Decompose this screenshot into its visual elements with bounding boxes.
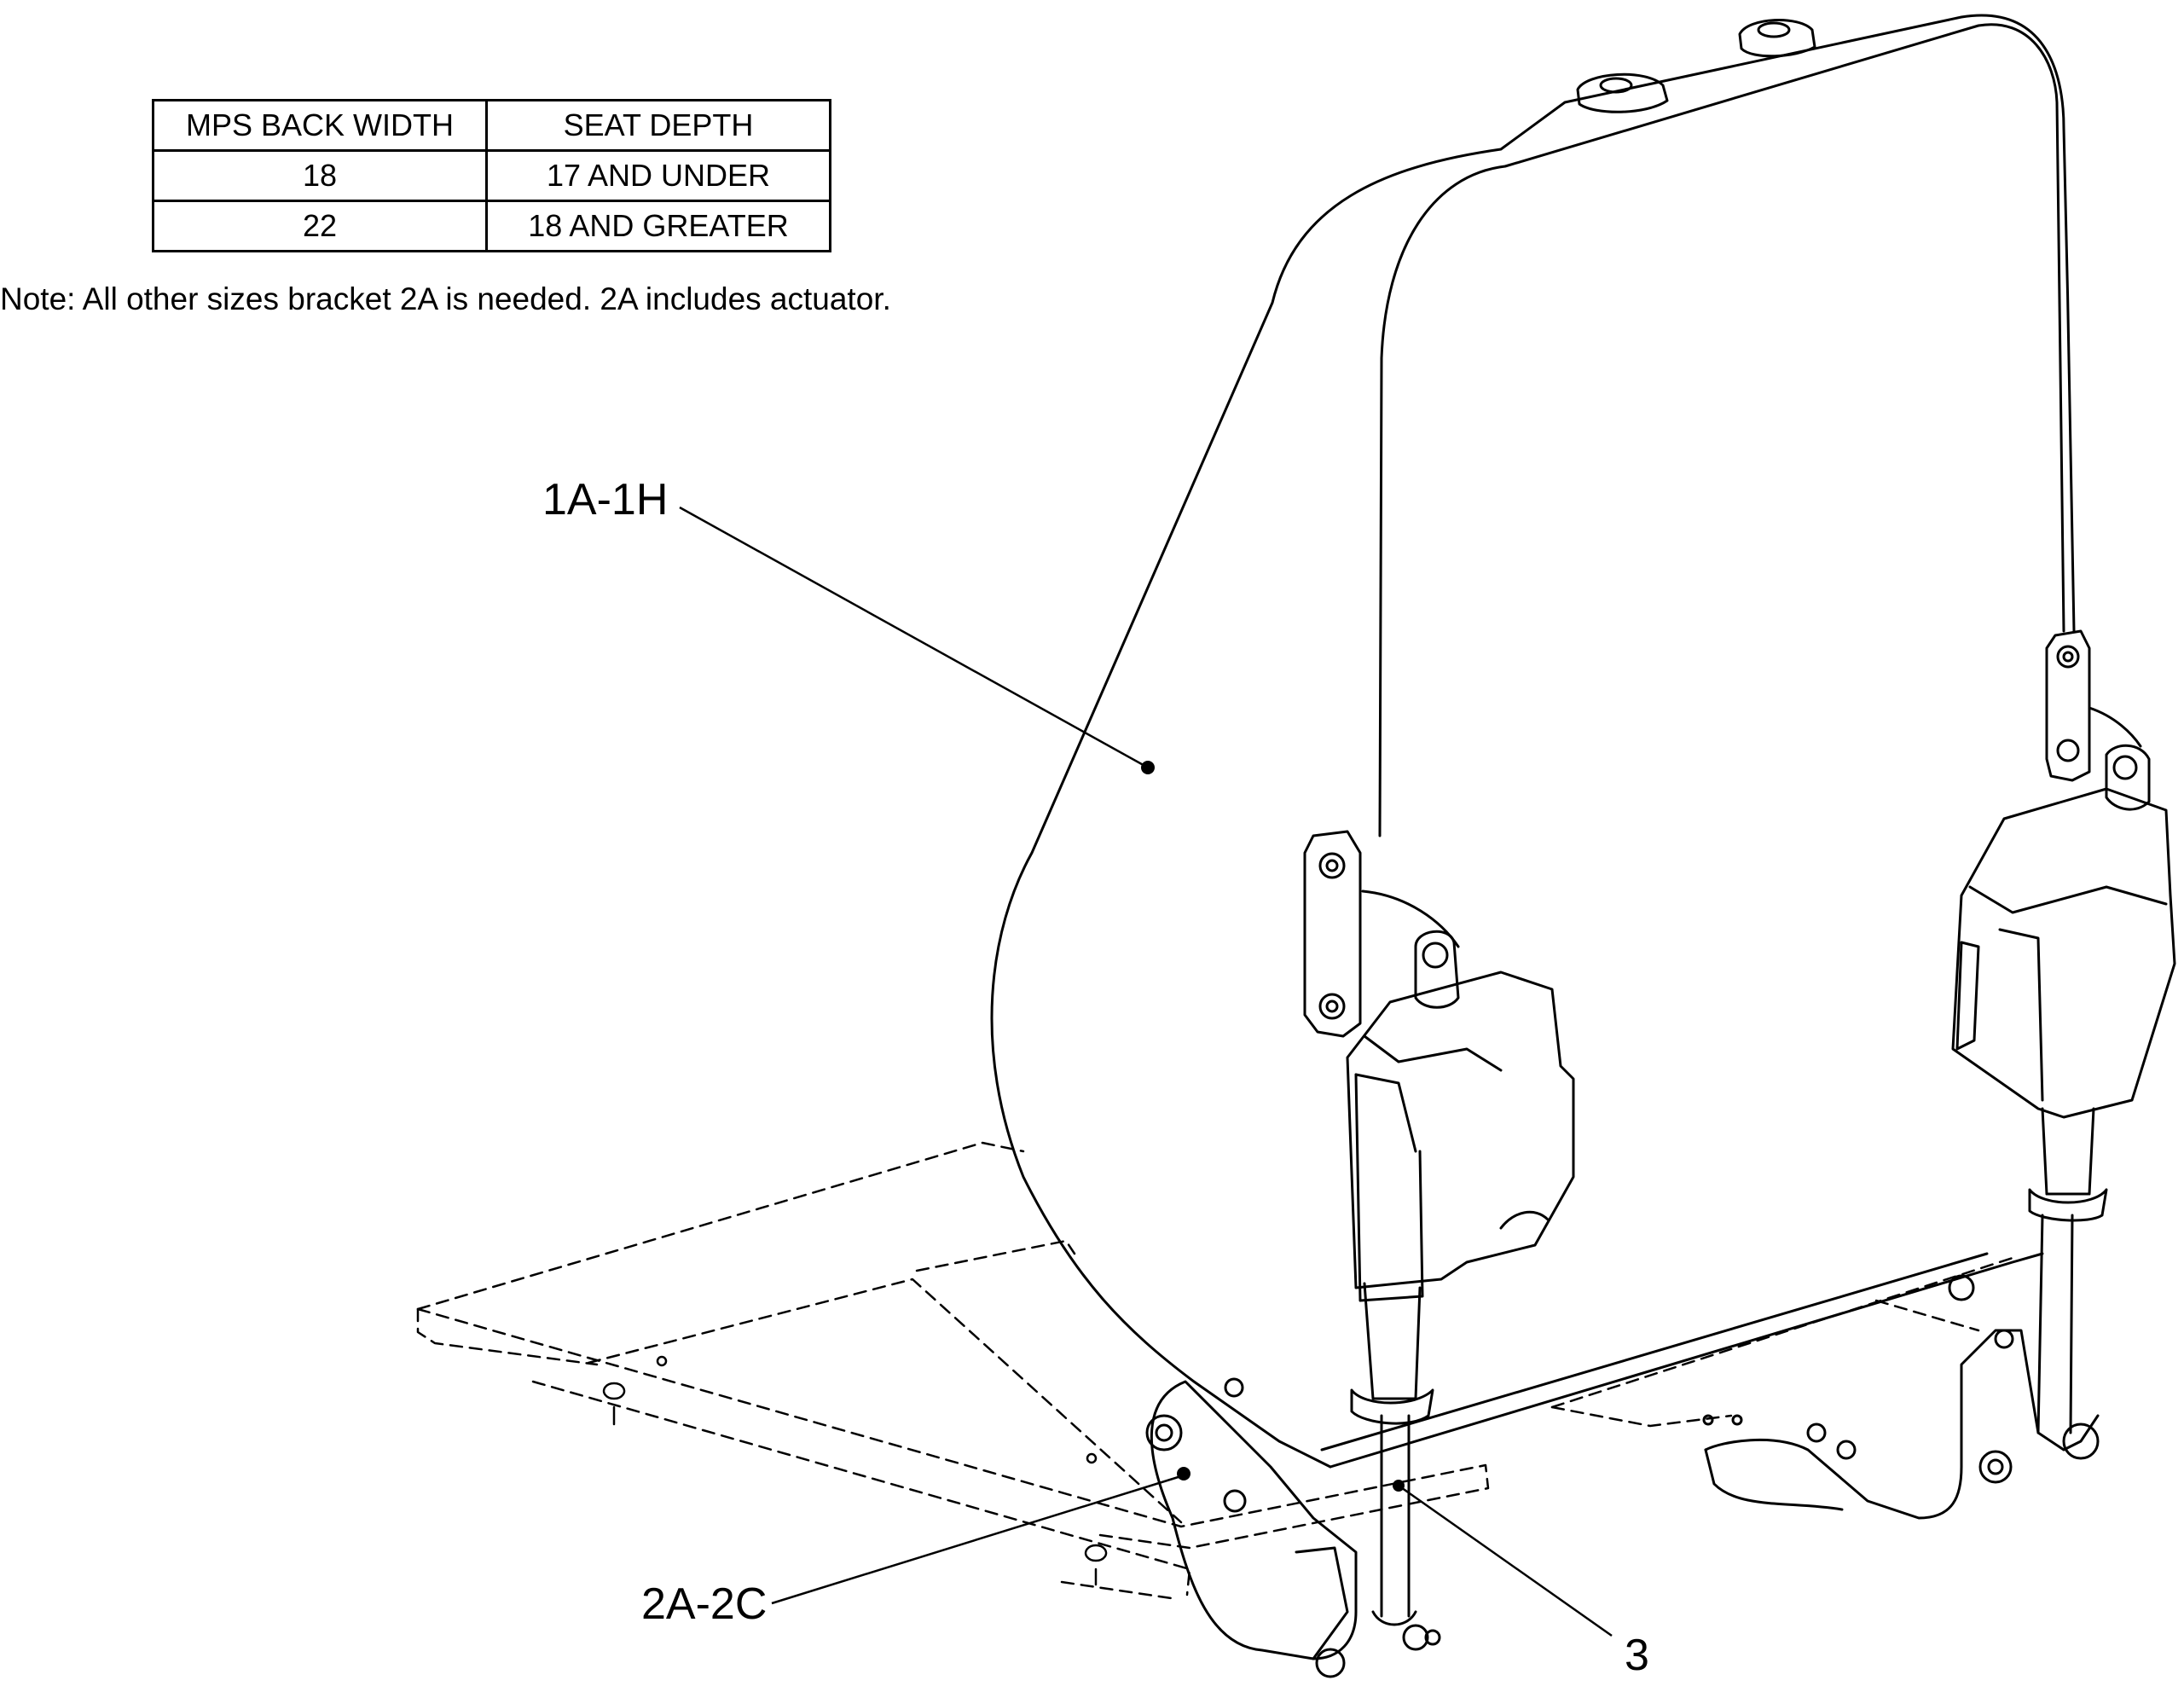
leader-3 xyxy=(1398,1484,1613,1637)
callout-label-1a-1h: 1A-1H xyxy=(542,475,669,524)
leader-2a-2c xyxy=(771,1474,1185,1605)
top-pin-right xyxy=(1738,19,1816,58)
callout-dots xyxy=(1141,761,1405,1492)
left-pivot-bracket xyxy=(1150,1380,1358,1660)
table-header-row: MPS BACK WIDTH SEAT DEPTH xyxy=(152,99,831,152)
seat-pan-phantom xyxy=(416,1141,2014,1601)
size-table: MPS BACK WIDTH SEAT DEPTH 18 17 AND UNDE… xyxy=(152,99,831,252)
note-text: Note: All other sizes bracket 2A is need… xyxy=(0,281,891,316)
right-actuator-motor xyxy=(1951,787,2176,1119)
table-cell: 22 xyxy=(152,200,488,252)
leader-dot-2a-2c xyxy=(1177,1467,1190,1480)
table-header-cell: SEAT DEPTH xyxy=(485,99,831,152)
leader-1a-1h xyxy=(679,506,1149,769)
top-pin-left xyxy=(1576,72,1669,113)
back-shell-inner-edge xyxy=(1378,23,2065,837)
callout-leaders xyxy=(679,506,1613,1637)
table-row: 22 18 AND GREATER xyxy=(152,200,831,252)
left-actuator-rod xyxy=(1380,1414,1411,1618)
right-back-bracket xyxy=(2045,629,2091,782)
callout-label-2a-2c: 2A-2C xyxy=(641,1579,768,1629)
table-cell: 17 AND UNDER xyxy=(485,149,831,202)
right-actuator-tube xyxy=(2041,1107,2095,1196)
right-actuator-rod xyxy=(2036,1214,2074,1434)
table-row: 18 17 AND UNDER xyxy=(152,149,831,202)
leader-dot-3 xyxy=(1393,1480,1405,1492)
leader-dot-1a-1h xyxy=(1141,761,1155,774)
back-shell-outline xyxy=(990,14,2076,1469)
left-actuator-tube xyxy=(1363,1282,1422,1400)
left-back-bracket xyxy=(1303,830,1362,1038)
callout-label-3: 3 xyxy=(1625,1631,1649,1680)
seat-pan-fasteners xyxy=(602,1355,1108,1586)
right-pivot-bracket xyxy=(1704,1329,2100,1520)
table-header-cell: MPS BACK WIDTH xyxy=(152,99,488,152)
table-cell: 18 xyxy=(152,149,488,202)
left-actuator-motor xyxy=(1346,971,1575,1289)
table-cell: 18 AND GREATER xyxy=(485,200,831,252)
